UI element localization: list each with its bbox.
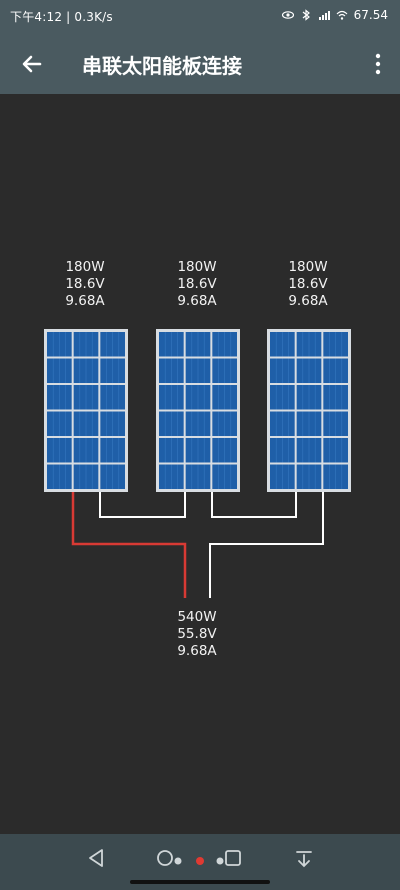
panel-2-current: 9.68A: [177, 293, 217, 309]
panels-and-wiring: [44, 329, 351, 598]
panel-2-voltage: 18.6V: [177, 276, 217, 292]
panel-3-current: 9.68A: [288, 293, 328, 309]
status-bar: 下午4:12 | 0.3K/s 67.54: [0, 0, 400, 32]
panel-1-current: 9.68A: [65, 293, 105, 309]
total-output: 540W 55.8V 9.68A: [152, 609, 242, 660]
nav-recents-icon[interactable]: [212, 844, 248, 872]
status-icons: 67.54: [281, 8, 388, 22]
positive-wire: [209, 490, 324, 598]
bluetooth-icon: [302, 9, 310, 21]
back-arrow-icon[interactable]: [18, 50, 46, 78]
solar-panel-2: [156, 329, 240, 492]
eye-icon: [281, 11, 294, 19]
home-indicator[interactable]: [130, 880, 270, 884]
app-bar: 串联太阳能板连接: [0, 32, 400, 94]
signal-icon: [318, 11, 330, 20]
panel-3-specs: 180W 18.6V 9.68A: [263, 259, 353, 310]
panel-1-voltage: 18.6V: [65, 276, 105, 292]
negative-wire: [71, 490, 187, 598]
panel-1-power: 180W: [65, 259, 105, 275]
total-voltage: 55.8V: [177, 626, 217, 642]
wiring: [71, 490, 324, 598]
panel-3-power: 180W: [288, 259, 328, 275]
nav-back-icon[interactable]: [82, 844, 110, 872]
nav-home-icon[interactable]: [152, 844, 188, 872]
solar-panel-3: [267, 329, 351, 492]
panel-3-voltage: 18.6V: [288, 276, 328, 292]
panel-2-specs: 180W 18.6V 9.68A: [152, 259, 242, 310]
panel-2-power: 180W: [177, 259, 217, 275]
battery-level: 67.54: [353, 8, 388, 22]
series-wire-2-3: [211, 490, 297, 518]
total-power: 540W: [177, 609, 217, 625]
status-time: 下午4:12 | 0.3K/s: [10, 10, 113, 24]
panel-1-specs: 180W 18.6V 9.68A: [40, 259, 130, 310]
solar-panel-1: [44, 329, 128, 492]
nav-down-icon[interactable]: [290, 844, 318, 872]
series-wire-1-2: [99, 490, 186, 518]
total-current: 9.68A: [177, 643, 217, 659]
wifi-icon: [336, 10, 348, 20]
page-title: 串联太阳能板连接: [82, 54, 242, 78]
series-connection-diagram: 180W 18.6V 9.68A 180W 18.6V 9.68A 180W 1…: [0, 94, 400, 834]
solar-panels: [44, 329, 351, 492]
nav-dot-indicator: [196, 857, 204, 865]
more-vert-icon[interactable]: [372, 52, 384, 76]
